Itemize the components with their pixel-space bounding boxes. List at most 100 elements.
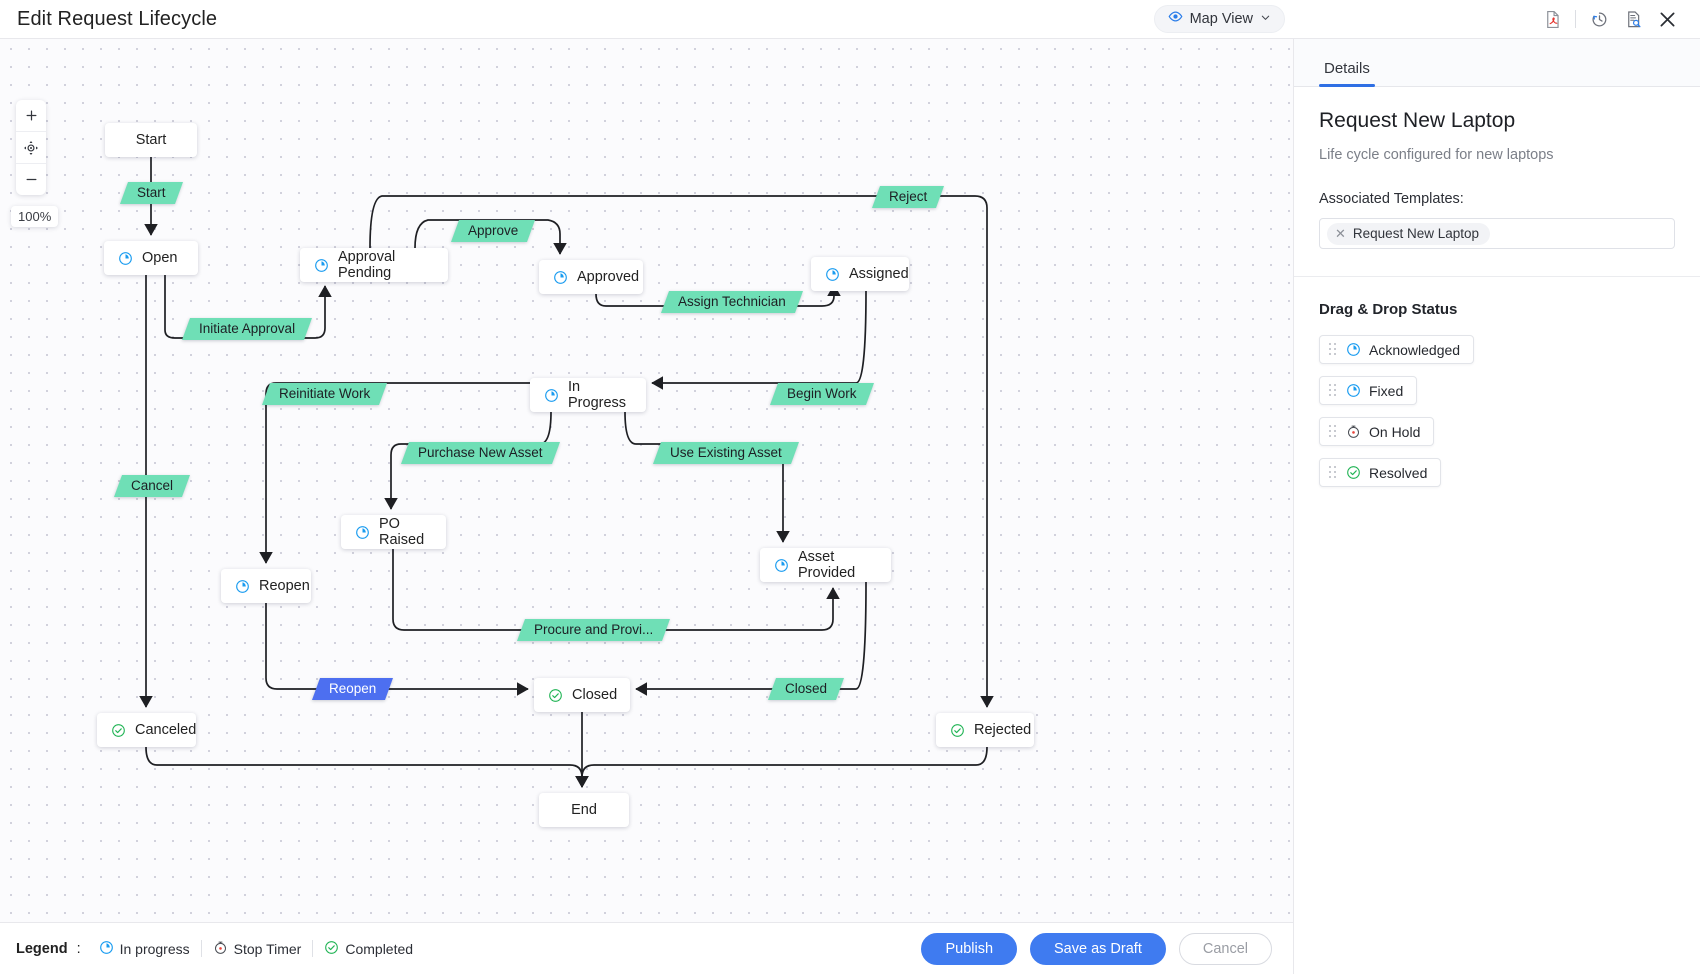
in-progress-icon bbox=[544, 388, 559, 403]
bottom-action-bar: Legend : In progress Stop Timer Complete… bbox=[0, 923, 1293, 974]
completed-icon bbox=[111, 723, 126, 738]
in-progress-icon bbox=[99, 940, 114, 958]
edge-label-cancel[interactable]: Cancel bbox=[113, 475, 191, 497]
node-reopen[interactable]: Reopen bbox=[221, 569, 311, 603]
publish-button[interactable]: Publish bbox=[921, 932, 1018, 965]
node-label: Assigned bbox=[849, 266, 909, 282]
node-approval-pending[interactable]: Approval Pending bbox=[300, 248, 448, 282]
edge-label-procure-and-provide[interactable]: Procure and Provi... bbox=[516, 619, 671, 641]
drag-handle-icon[interactable] bbox=[1327, 343, 1339, 356]
completed-icon bbox=[548, 688, 563, 703]
close-icon[interactable] bbox=[1650, 2, 1684, 36]
node-rejected[interactable]: Rejected bbox=[936, 713, 1034, 747]
node-label: In Progress bbox=[568, 379, 627, 411]
edge-label-use-existing-asset[interactable]: Use Existing Asset bbox=[652, 442, 799, 464]
edge-label-assign-technician[interactable]: Assign Technician bbox=[660, 291, 803, 313]
status-item-label: On Hold bbox=[1369, 423, 1421, 440]
node-asset-provided[interactable]: Asset Provided bbox=[760, 548, 891, 582]
in-progress-icon bbox=[1346, 342, 1361, 357]
status-item-resolved[interactable]: Resolved bbox=[1319, 458, 1442, 487]
in-progress-icon bbox=[553, 270, 568, 285]
legend-label: In progress bbox=[119, 940, 190, 957]
node-end[interactable]: End bbox=[539, 793, 629, 827]
edge-label-start[interactable]: Start bbox=[119, 182, 183, 204]
drag-handle-icon[interactable] bbox=[1327, 384, 1339, 397]
cancel-button[interactable]: Cancel bbox=[1178, 932, 1272, 965]
legend-colon: : bbox=[76, 940, 81, 957]
zoom-out-button[interactable] bbox=[16, 163, 46, 195]
header-icon-group bbox=[1535, 2, 1684, 36]
edge-label-begin-work[interactable]: Begin Work bbox=[769, 383, 874, 405]
map-view-button[interactable]: Map View bbox=[1153, 5, 1285, 33]
in-progress-icon bbox=[314, 258, 329, 273]
lifecycle-canvas[interactable]: 100% bbox=[0, 38, 1293, 922]
node-start[interactable]: Start bbox=[105, 123, 197, 157]
node-assigned[interactable]: Assigned bbox=[811, 257, 909, 291]
history-clock-icon[interactable] bbox=[1582, 2, 1616, 36]
node-label: Open bbox=[142, 250, 178, 266]
tab-details[interactable]: Details bbox=[1319, 60, 1375, 87]
legend-divider bbox=[200, 940, 202, 957]
node-label: PO Raised bbox=[379, 516, 425, 548]
edge-label-initiate-approval[interactable]: Initiate Approval bbox=[181, 318, 313, 340]
map-view-label: Map View bbox=[1189, 11, 1253, 27]
in-progress-icon bbox=[235, 579, 250, 594]
drag-drop-status-list: Acknowledged Fixed On Hold bbox=[1319, 335, 1675, 487]
node-label: Approved bbox=[577, 269, 640, 285]
zoom-controls bbox=[16, 100, 46, 195]
node-label: Closed bbox=[572, 687, 618, 703]
status-item-fixed[interactable]: Fixed bbox=[1319, 376, 1418, 405]
node-label: Start bbox=[135, 132, 167, 148]
panel-divider bbox=[1294, 276, 1700, 277]
zoom-percent-label: 100% bbox=[11, 206, 59, 227]
legend-item-stop-timer: Stop Timer bbox=[202, 940, 313, 958]
pdf-export-icon[interactable] bbox=[1535, 2, 1569, 36]
flow-edges bbox=[139, 157, 994, 788]
node-po-raised[interactable]: PO Raised bbox=[341, 515, 446, 549]
node-label: Rejected bbox=[974, 722, 1032, 738]
details-panel: Details Request New Laptop Life cycle co… bbox=[1293, 38, 1700, 974]
document-search-icon[interactable] bbox=[1616, 2, 1650, 36]
status-item-on-hold[interactable]: On Hold bbox=[1319, 417, 1435, 446]
node-label: Asset Provided bbox=[798, 549, 856, 581]
edge-label-reject[interactable]: Reject bbox=[871, 186, 945, 208]
node-closed[interactable]: Closed bbox=[534, 678, 630, 712]
node-open[interactable]: Open bbox=[104, 241, 198, 275]
drag-drop-status-title: Drag & Drop Status bbox=[1319, 301, 1458, 318]
remove-template-icon[interactable]: ✕ bbox=[1335, 226, 1346, 241]
template-tag[interactable]: ✕ Request New Laptop bbox=[1327, 222, 1490, 245]
drag-handle-icon[interactable] bbox=[1327, 425, 1339, 438]
edge-label-reinitiate-work[interactable]: Reinitiate Work bbox=[261, 383, 388, 405]
panel-body: Request New Laptop Life cycle configured… bbox=[1294, 87, 1700, 487]
drag-handle-icon[interactable] bbox=[1327, 466, 1339, 479]
associated-templates-field[interactable]: ✕ Request New Laptop bbox=[1319, 218, 1675, 249]
status-item-acknowledged[interactable]: Acknowledged bbox=[1319, 335, 1475, 364]
zoom-in-button[interactable] bbox=[16, 100, 46, 131]
legend-divider bbox=[312, 940, 314, 957]
node-approved[interactable]: Approved bbox=[539, 260, 643, 294]
panel-tabs: Details bbox=[1294, 38, 1700, 87]
legend-item-in-progress: In progress bbox=[88, 940, 201, 958]
app-header: Edit Request Lifecycle Map View bbox=[0, 0, 1700, 39]
legend: Legend : In progress Stop Timer Complete… bbox=[16, 940, 424, 958]
legend-label: Completed bbox=[345, 940, 414, 957]
legend-title: Legend bbox=[16, 940, 68, 957]
edge-label-purchase-new-asset[interactable]: Purchase New Asset bbox=[400, 442, 560, 464]
edge-label-approve[interactable]: Approve bbox=[450, 220, 536, 242]
legend-item-completed: Completed bbox=[313, 940, 424, 958]
eye-icon bbox=[1168, 9, 1183, 29]
in-progress-icon bbox=[1346, 383, 1361, 398]
in-progress-icon bbox=[825, 267, 840, 282]
completed-icon bbox=[950, 723, 965, 738]
status-item-label: Resolved bbox=[1369, 464, 1428, 481]
edge-label-reopen[interactable]: Reopen bbox=[311, 678, 394, 700]
node-canceled[interactable]: Canceled bbox=[97, 713, 196, 747]
save-as-draft-button[interactable]: Save as Draft bbox=[1030, 932, 1166, 965]
zoom-fit-button[interactable] bbox=[16, 131, 46, 163]
page-title: Edit Request Lifecycle bbox=[17, 7, 218, 30]
edge-label-closed[interactable]: Closed bbox=[767, 678, 845, 700]
node-label: Reopen bbox=[259, 578, 310, 594]
node-in-progress[interactable]: In Progress bbox=[530, 378, 646, 412]
chevron-down-icon bbox=[1260, 10, 1271, 28]
node-label: Canceled bbox=[135, 722, 197, 738]
